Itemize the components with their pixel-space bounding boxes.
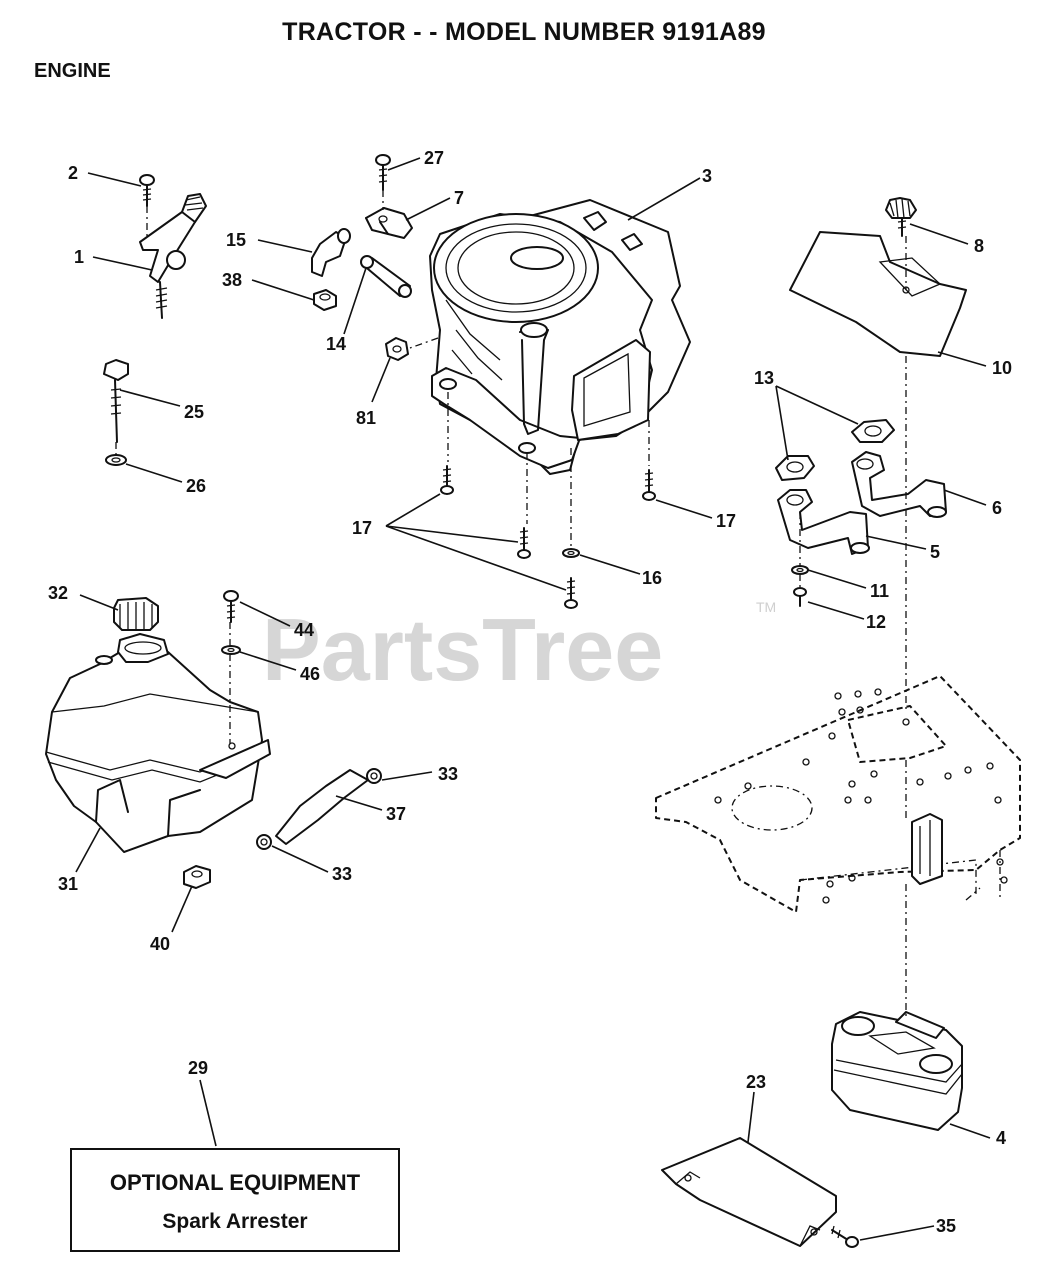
watermark-trademark: TM [756, 599, 776, 615]
callout-46[interactable]: 46 [300, 664, 320, 684]
callout-15[interactable]: 15 [226, 230, 246, 250]
callout-5[interactable]: 5 [930, 542, 940, 562]
screw-part-2[interactable] [139, 174, 155, 207]
callout-33a[interactable]: 33 [438, 764, 458, 784]
leader-lines [75, 157, 991, 1241]
callout-10[interactable]: 10 [992, 358, 1012, 378]
optional-equipment-box: OPTIONAL EQUIPMENT Spark Arrester [70, 1148, 400, 1252]
callout-25[interactable]: 25 [184, 402, 204, 422]
dipstick-part-25[interactable] [103, 359, 129, 443]
callout-13[interactable]: 13 [754, 368, 774, 388]
hose-clamp-part-33a[interactable] [366, 768, 382, 784]
exhaust-pipe-part-6[interactable] [851, 451, 947, 518]
screw-part-27[interactable] [375, 154, 391, 191]
section-title: ENGINE [34, 60, 111, 82]
bolt-part-12[interactable] [793, 587, 807, 607]
exhaust-pipe-part-5[interactable] [777, 489, 870, 555]
lockwasher-part-11[interactable] [791, 565, 809, 575]
spark-arrester-part-23[interactable] [661, 1137, 837, 1247]
callout-16[interactable]: 16 [642, 568, 662, 588]
elbow-fitting-part[interactable] [311, 228, 351, 277]
bolt-part-17a[interactable] [440, 465, 454, 495]
callout-27[interactable]: 27 [424, 148, 444, 168]
bolt-part-17c[interactable] [517, 527, 531, 559]
callout-35[interactable]: 35 [936, 1216, 956, 1236]
callout-11[interactable]: 11 [870, 581, 889, 601]
muffler-part-4[interactable] [831, 1011, 963, 1131]
callout-81[interactable]: 81 [356, 408, 376, 428]
grommet-part-26[interactable] [105, 454, 127, 466]
engine-part-3[interactable] [429, 199, 691, 475]
nut-part-38[interactable] [313, 289, 337, 311]
callout-38[interactable]: 38 [222, 270, 242, 290]
washer-part-16[interactable] [562, 548, 580, 558]
callout-2[interactable]: 2 [68, 163, 78, 183]
callout-6[interactable]: 6 [992, 498, 1002, 518]
grommet-part-40[interactable] [183, 865, 211, 889]
fuel-line-part-37[interactable] [275, 769, 369, 845]
callout-26[interactable]: 26 [186, 476, 206, 496]
callout-3[interactable]: 3 [702, 166, 712, 186]
callout-32[interactable]: 32 [48, 583, 68, 603]
callout-17b[interactable]: 17 [716, 511, 736, 531]
callout-31[interactable]: 31 [58, 874, 78, 894]
throttle-control-part[interactable] [139, 193, 207, 319]
callout-17a[interactable]: 17 [352, 518, 372, 538]
callout-29[interactable]: 29 [188, 1058, 208, 1078]
callout-23[interactable]: 23 [746, 1072, 766, 1092]
fuel-tube-part[interactable] [360, 255, 412, 298]
gasket-part-13b[interactable] [775, 455, 815, 481]
bolt-part-17d[interactable] [564, 577, 578, 609]
page-title: TRACTOR - - MODEL NUMBER 9191A89 [282, 18, 766, 46]
fuel-tank-part-31[interactable] [45, 633, 271, 853]
watermark: PartsTree [262, 600, 663, 699]
nut-part-81[interactable] [385, 337, 409, 361]
fuel-cap-part-32[interactable] [113, 597, 159, 631]
callout-7[interactable]: 7 [454, 188, 464, 208]
callout-44[interactable]: 44 [294, 620, 314, 640]
heat-shield-plate-part[interactable] [789, 231, 967, 357]
callout-1[interactable]: 1 [74, 247, 84, 267]
callout-33b[interactable]: 33 [332, 864, 352, 884]
hose-clamp-part-33b[interactable] [256, 834, 272, 850]
screw-part-8[interactable] [885, 197, 917, 237]
bolt-part-17b[interactable] [642, 469, 656, 501]
gasket-part-13a[interactable] [851, 419, 895, 443]
screw-part-44[interactable] [223, 590, 239, 623]
washer-part-46[interactable] [221, 645, 241, 655]
callout-37[interactable]: 37 [386, 804, 406, 824]
callout-8[interactable]: 8 [974, 236, 984, 256]
callout-40[interactable]: 40 [150, 934, 170, 954]
callout-12[interactable]: 12 [866, 612, 886, 632]
callout-labels: 2 1 3 15 38 14 81 27 7 8 10 13 6 5 11 12… [48, 148, 1012, 1236]
clamp-part-7[interactable] [365, 207, 413, 239]
spark-arrester-label[interactable]: Spark Arrester [162, 1210, 308, 1233]
screw-part-35[interactable] [831, 1225, 859, 1248]
frame-part [655, 675, 1021, 913]
callout-4[interactable]: 4 [996, 1128, 1006, 1148]
callout-14[interactable]: 14 [326, 334, 346, 354]
optional-equipment-title: OPTIONAL EQUIPMENT [109, 1170, 361, 1195]
assembly-centerlines [115, 190, 907, 1016]
